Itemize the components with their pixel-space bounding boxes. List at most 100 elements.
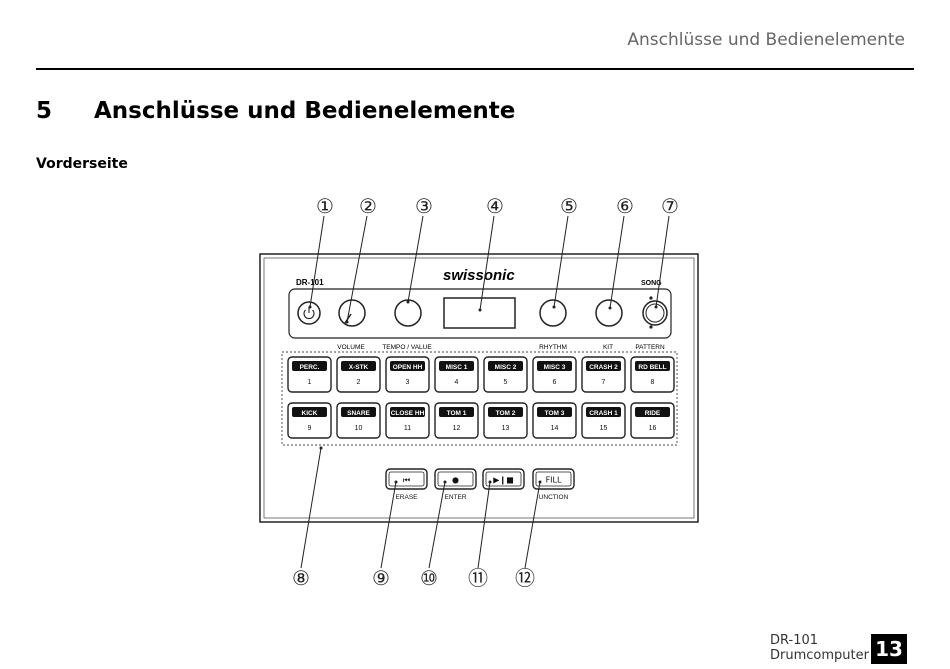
footer-product-name: Drumcomputer bbox=[770, 648, 869, 663]
pad-area bbox=[281, 351, 678, 446]
pad-button[interactable]: MISC 1 4 bbox=[434, 356, 479, 393]
transport-icon: ▶❙■ bbox=[493, 476, 513, 485]
pad-name-plate bbox=[488, 407, 523, 417]
pad-number: 5 bbox=[504, 379, 508, 386]
pad-name: TOM 1 bbox=[447, 410, 467, 417]
transport-button-face bbox=[388, 471, 425, 487]
label-pattern: PATTERN bbox=[635, 344, 665, 351]
callout-8: ⑧ bbox=[292, 566, 310, 590]
page-number: 13 bbox=[871, 634, 907, 664]
pad-number: 2 bbox=[357, 379, 361, 386]
pad-button[interactable]: PERC. 1 bbox=[287, 356, 332, 393]
pad-button[interactable]: TOM 3 14 bbox=[532, 402, 577, 439]
running-header: Anschlüsse und Bedienelemente bbox=[627, 30, 905, 50]
pad-number: 1 bbox=[308, 379, 312, 386]
pad-name-plate bbox=[488, 361, 523, 371]
pad-name: SNARE bbox=[347, 410, 370, 417]
pad-name: CRASH 1 bbox=[589, 410, 618, 417]
pad-name-plate bbox=[439, 361, 474, 371]
pad-name: TOM 3 bbox=[545, 410, 565, 417]
pad-number: 15 bbox=[600, 425, 608, 432]
transport-icon: ⏮ bbox=[403, 476, 410, 485]
footer-product: DR-101 Drumcomputer bbox=[770, 633, 869, 663]
pad-name: MISC 2 bbox=[495, 364, 517, 371]
pattern-led bbox=[649, 325, 653, 329]
pad-number: 14 bbox=[551, 425, 559, 432]
pad-name: X-STK bbox=[349, 364, 369, 371]
label-kit: KIT bbox=[603, 344, 613, 351]
callout-6: ⑥ bbox=[616, 194, 634, 218]
callout-7: ⑦ bbox=[661, 194, 679, 218]
section-heading: Vorderseite bbox=[36, 156, 128, 172]
footer-model-name: DR-101 bbox=[770, 633, 819, 648]
pad-button[interactable]: TOM 112 bbox=[434, 402, 479, 439]
transport-label: ENTER bbox=[444, 494, 466, 501]
transport-label: ERASE bbox=[395, 494, 418, 501]
song-pattern-switch[interactable] bbox=[642, 300, 668, 326]
song-pattern-switch-inner bbox=[645, 303, 665, 323]
pad-name-plate bbox=[586, 407, 621, 417]
transport-button[interactable]: ● ENTER bbox=[434, 468, 477, 501]
pad-name-plate bbox=[390, 361, 425, 371]
pad-button[interactable]: CRASH 1 15 bbox=[581, 402, 626, 439]
pad-button[interactable]: TOM 213 bbox=[483, 402, 528, 439]
pad-name-plate bbox=[586, 361, 621, 371]
model-label: DR-101 bbox=[296, 278, 324, 287]
pad-name: OPEN HH bbox=[393, 364, 423, 371]
transport-button-frame bbox=[385, 468, 428, 490]
pad-number: 4 bbox=[455, 379, 459, 386]
callout-10: ⑩ bbox=[420, 566, 438, 590]
pad-name-plate bbox=[439, 407, 474, 417]
pad-name-plate bbox=[341, 407, 376, 417]
kit-knob[interactable] bbox=[595, 299, 623, 327]
transport-button[interactable]: ⏮ ERASE bbox=[385, 468, 428, 501]
pad-number: 9 bbox=[308, 425, 312, 432]
pad-button[interactable]: MISC 2 5 bbox=[483, 356, 528, 393]
display bbox=[443, 297, 516, 329]
pad-number: 11 bbox=[404, 425, 411, 432]
pad-button[interactable]: CRASH 27 bbox=[581, 356, 626, 393]
label-tempo-value: TEMPO / VALUE bbox=[382, 344, 432, 351]
volume-knob[interactable] bbox=[338, 299, 366, 327]
pad-name-plate bbox=[537, 361, 572, 371]
callout-4: ④ bbox=[486, 194, 504, 218]
pad-number: 6 bbox=[553, 379, 557, 386]
pad-number: 7 bbox=[602, 379, 606, 386]
pad-number: 8 bbox=[651, 379, 655, 386]
pad-name-plate bbox=[341, 361, 376, 371]
pad-button[interactable]: RIDE 16 bbox=[630, 402, 675, 439]
callout-3: ③ bbox=[415, 194, 433, 218]
rhythm-knob[interactable] bbox=[539, 299, 567, 327]
pad-name: MISC 3 bbox=[544, 364, 566, 371]
transport-button-frame bbox=[482, 468, 525, 490]
callout-dots bbox=[308, 300, 658, 484]
chapter-number: 5 bbox=[36, 98, 53, 124]
callout-5: ⑤ bbox=[560, 194, 578, 218]
transport-icon: ● bbox=[452, 476, 459, 485]
pad-button[interactable]: X-STK 2 bbox=[336, 356, 381, 393]
pad-name: RIDE bbox=[645, 410, 661, 417]
pad-name-plate bbox=[635, 361, 670, 371]
pad-button[interactable]: RD BELL 8 bbox=[630, 356, 675, 393]
transport-button-frame bbox=[532, 468, 575, 490]
pad-number: 16 bbox=[649, 425, 657, 432]
pad-button[interactable]: OPEN HH3 bbox=[385, 356, 430, 393]
callout-11: ⑪ bbox=[468, 566, 488, 590]
transport-button-face bbox=[535, 471, 572, 487]
pad-button[interactable]: MISC 3 6 bbox=[532, 356, 577, 393]
power-button[interactable] bbox=[297, 301, 321, 325]
transport-button[interactable]: ▶❙■ bbox=[482, 468, 525, 490]
pad-number: 13 bbox=[502, 425, 510, 432]
pad-name: PERC. bbox=[300, 364, 320, 371]
pad-name: RD BELL bbox=[638, 364, 666, 371]
header-rule bbox=[36, 68, 914, 70]
pad-name: MISC 1 bbox=[446, 364, 468, 371]
callout-2: ② bbox=[359, 194, 377, 218]
